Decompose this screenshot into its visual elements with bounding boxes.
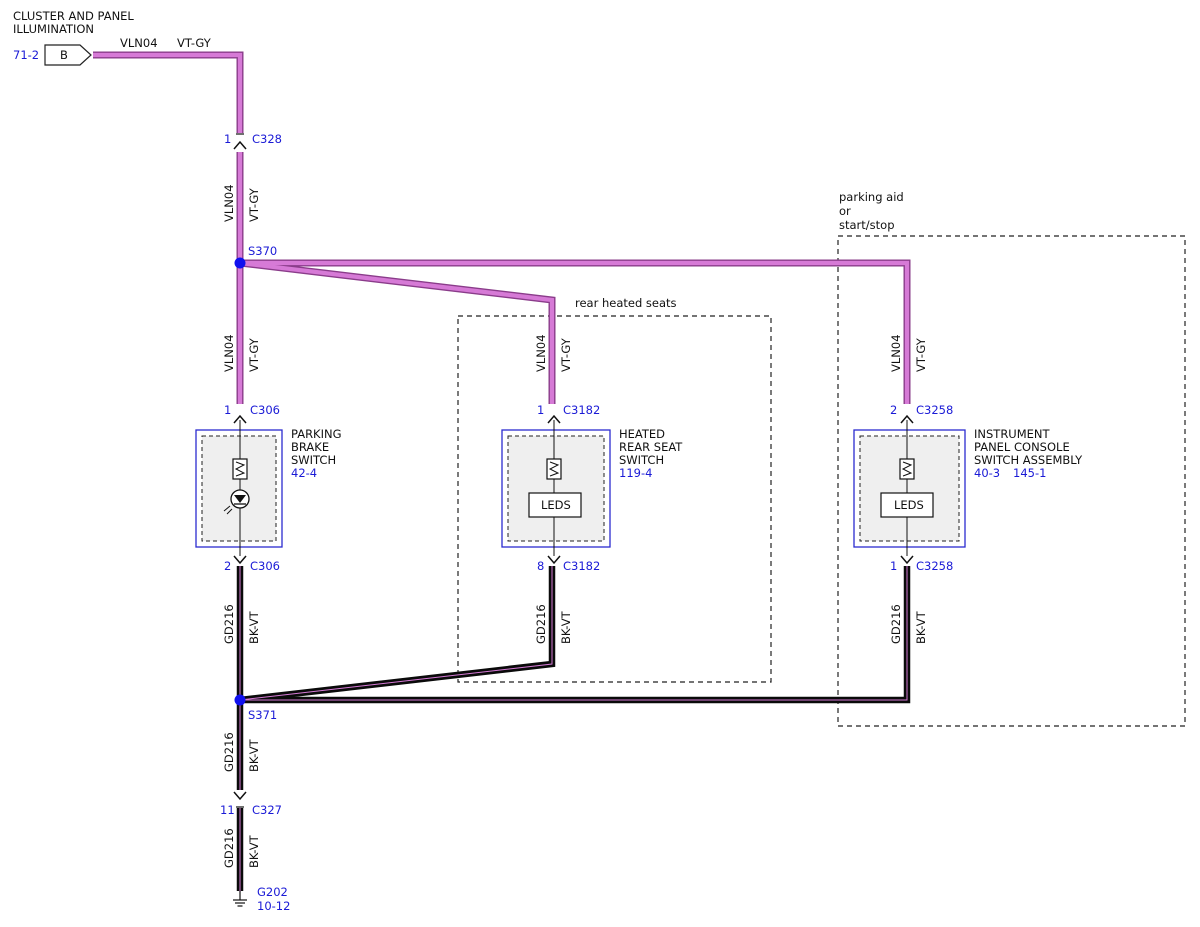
c327-pin: 11 xyxy=(220,803,235,817)
g202-ref[interactable]: 10-12 xyxy=(257,899,290,913)
ip-console-leds: LEDS xyxy=(894,498,924,512)
parking-brake-switch[interactable] xyxy=(195,420,283,556)
parking-aid-group xyxy=(837,235,1186,727)
source-title-line1: CLUSTER AND PANEL xyxy=(13,9,134,23)
heated-rear-seat-switch[interactable] xyxy=(501,420,611,556)
wire-label-bkvt-d: BK-VT xyxy=(247,738,261,772)
ip-console-ref1[interactable]: 40-3 xyxy=(974,466,1000,480)
c328-pin: 1 xyxy=(224,132,231,146)
wire-label-gd216-b: GD216 xyxy=(534,604,548,644)
c306-top-name[interactable]: C306 xyxy=(250,403,280,417)
c306-bottom-connector xyxy=(233,555,247,565)
wire-label-gd216-c: GD216 xyxy=(889,604,903,644)
c3258-bottom-name[interactable]: C3258 xyxy=(916,559,953,573)
c306-top-pin: 1 xyxy=(224,403,231,417)
wire-label-bkvt-b: BK-VT xyxy=(559,610,573,644)
wire-label-bkvt-e: BK-VT xyxy=(247,834,261,868)
ip-console-line2: PANEL CONSOLE xyxy=(974,440,1070,454)
c3182-top-name[interactable]: C3182 xyxy=(563,403,600,417)
heated-seat-line3: SWITCH xyxy=(619,453,664,467)
wire-label-vln04-a: VLN04 xyxy=(222,184,236,222)
feed-wires xyxy=(93,51,911,404)
c3258-top-name[interactable]: C3258 xyxy=(916,403,953,417)
wire-label-bkvt-c: BK-VT xyxy=(914,610,928,644)
ip-console-ref2[interactable]: 145-1 xyxy=(1013,466,1046,480)
heated-seat-leds: LEDS xyxy=(541,498,571,512)
wire-label-bkvt-a: BK-VT xyxy=(247,610,261,644)
wire-label-vtgy-a: VT-GY xyxy=(247,187,261,222)
c3182-top-pin: 1 xyxy=(537,403,544,417)
parking-or-label: or xyxy=(839,204,851,218)
parking-aid-label: parking aid xyxy=(839,190,904,204)
heated-seat-line2: REAR SEAT xyxy=(619,440,683,454)
c3182-bottom-name[interactable]: C3182 xyxy=(563,559,600,573)
c306-bottom-name[interactable]: C306 xyxy=(250,559,280,573)
c328-name[interactable]: C328 xyxy=(252,132,282,146)
c3182-top-connector xyxy=(547,414,561,424)
c306-bottom-pin: 2 xyxy=(224,559,231,573)
rear-heated-seats-group xyxy=(457,315,772,683)
heated-seat-line1: HEATED xyxy=(619,427,665,441)
c3258-top-pin: 2 xyxy=(890,403,897,417)
c3258-bottom-pin: 1 xyxy=(890,559,897,573)
parking-brake-ref[interactable]: 42-4 xyxy=(291,466,317,480)
c3258-top-connector xyxy=(900,414,914,424)
ground-wires xyxy=(236,566,911,891)
source-connector-pin xyxy=(44,44,92,66)
s370-label[interactable]: S370 xyxy=(248,244,277,258)
ip-console-line1: INSTRUMENT xyxy=(974,427,1051,441)
parking-brake-line3: SWITCH xyxy=(291,453,336,467)
parking-brake-line1: PARKING xyxy=(291,427,342,441)
c306-top-connector xyxy=(233,414,247,424)
wire-label-vln04-d: VLN04 xyxy=(889,334,903,372)
instrument-panel-console-switch[interactable] xyxy=(853,420,966,556)
s371-label[interactable]: S371 xyxy=(248,708,277,722)
wire-label-vtgy-d: VT-GY xyxy=(914,337,928,372)
source-circuit-label: VLN04 xyxy=(120,36,158,50)
wire-label-gd216-d: GD216 xyxy=(222,732,236,772)
ip-console-line3: SWITCH ASSEMBLY xyxy=(974,453,1083,467)
s370-splice[interactable] xyxy=(234,257,246,269)
c327-name[interactable]: C327 xyxy=(252,803,282,817)
source-title-line2: ILLUMINATION xyxy=(13,22,94,36)
wire-label-vln04-c: VLN04 xyxy=(534,334,548,372)
c3182-bottom-connector xyxy=(547,555,561,565)
c328-connector xyxy=(233,133,247,150)
c3258-bottom-connector xyxy=(900,555,914,565)
wire-label-vln04-b: VLN04 xyxy=(222,334,236,372)
ground-icon xyxy=(233,891,247,907)
start-stop-label: start/stop xyxy=(839,218,895,232)
rear-heated-seats-label: rear heated seats xyxy=(575,296,677,310)
source-ref[interactable]: 71-2 xyxy=(13,48,39,62)
wire-label-vtgy-c: VT-GY xyxy=(559,337,573,372)
g202-name[interactable]: G202 xyxy=(257,885,288,899)
c3182-bottom-pin: 8 xyxy=(537,559,544,573)
wire-label-vtgy-b: VT-GY xyxy=(247,337,261,372)
wire-label-gd216-a: GD216 xyxy=(222,604,236,644)
c327-connector xyxy=(233,791,247,808)
source-pin-label: B xyxy=(60,48,68,62)
heated-seat-ref[interactable]: 119-4 xyxy=(619,466,652,480)
wire-label-gd216-e: GD216 xyxy=(222,828,236,868)
s371-splice[interactable] xyxy=(234,694,246,706)
parking-brake-line2: BRAKE xyxy=(291,440,329,454)
source-color-label: VT-GY xyxy=(177,36,212,50)
